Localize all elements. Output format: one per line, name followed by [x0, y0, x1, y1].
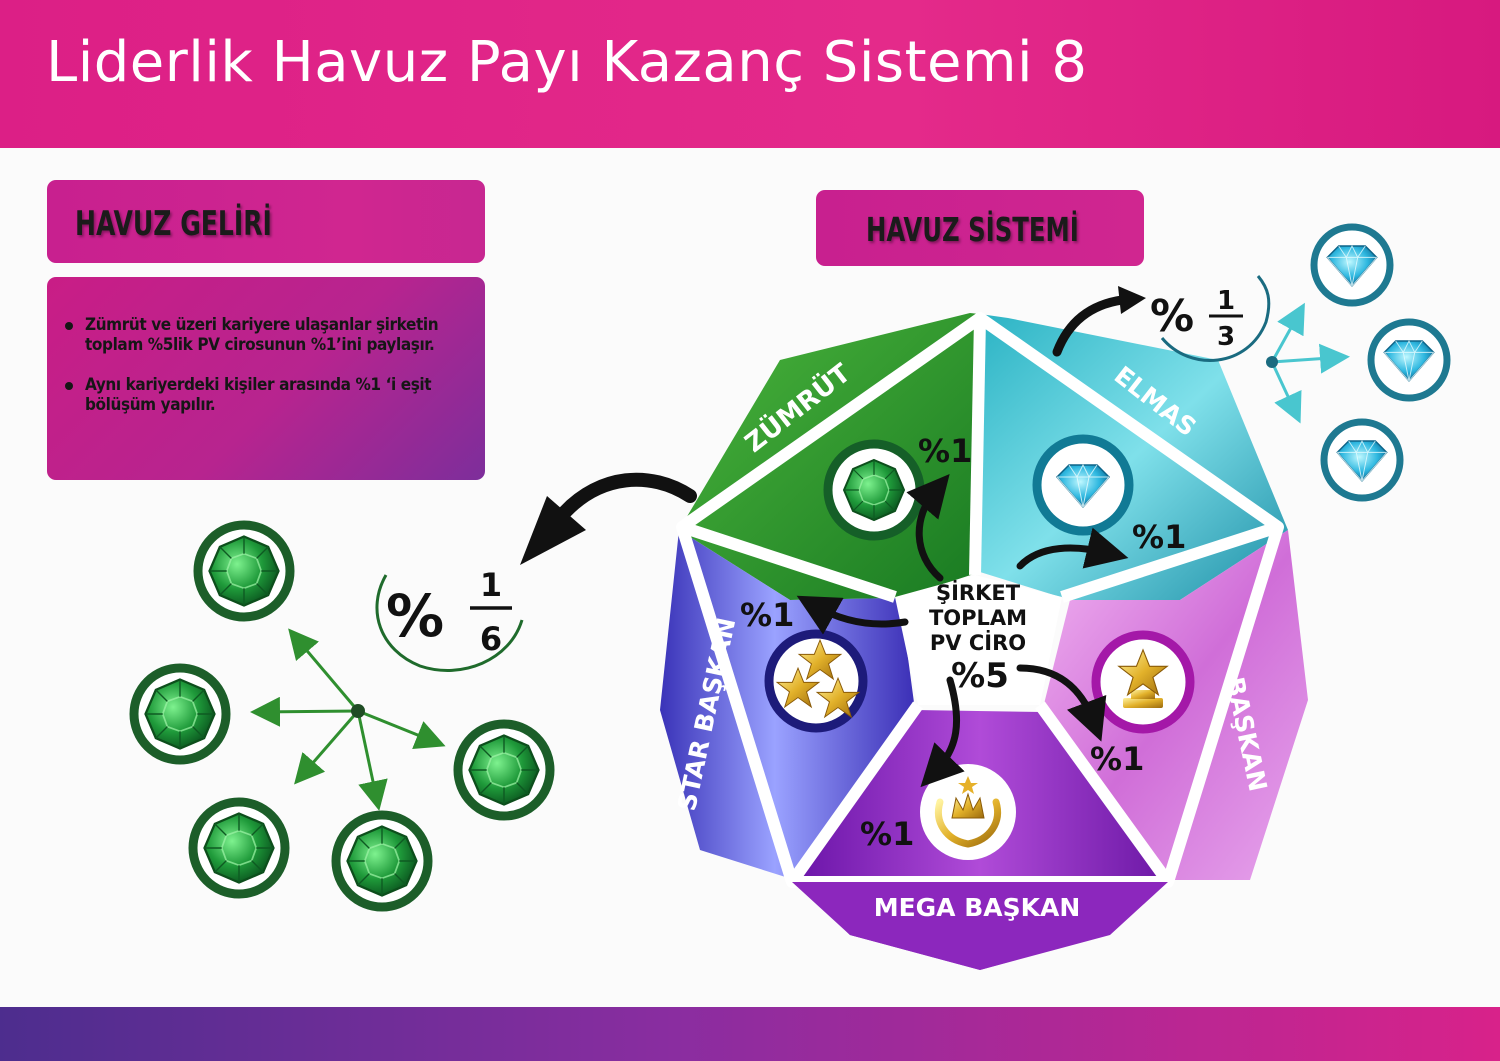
zumrut-split-arrowhead	[520, 496, 586, 565]
emerald-icon	[331, 810, 433, 912]
three-stars-icon	[764, 629, 868, 733]
income-title: HAVUZ GELİRİ	[75, 204, 272, 244]
income-bullet: Aynı kariyerdeki kişiler arasında %1 ‘i …	[65, 375, 475, 415]
diamond-icon	[1320, 418, 1404, 502]
pool-title: HAVUZ SİSTEMİ	[866, 210, 1079, 249]
zumrut-distribution-arrows	[250, 628, 446, 811]
emerald-icon	[193, 520, 295, 622]
diamond-icon	[1367, 318, 1451, 402]
center-line-2: TOPLAM	[929, 606, 1027, 630]
elmas-split-arrow	[1052, 295, 1127, 357]
income-title-box: HAVUZ GELİRİ	[47, 180, 485, 263]
income-bullet-list: Zümrüt ve üzeri kariyere ulaşanlar şirke…	[65, 315, 475, 435]
center-line-1: ŞİRKET	[936, 580, 1021, 605]
laurel-crown-icon	[920, 764, 1016, 860]
footer-bar	[0, 1007, 1500, 1061]
income-description-box: Zümrüt ve üzeri kariyere ulaşanlar şirke…	[47, 277, 485, 480]
zumrut-numerator: 1	[480, 566, 502, 604]
income-bullet: Zümrüt ve üzeri kariyere ulaşanlar şirke…	[65, 315, 475, 355]
zumrut-split-fraction: % 1 6	[375, 566, 524, 672]
pool-title-box: HAVUZ SİSTEMİ	[816, 190, 1144, 266]
emerald-icon	[188, 797, 290, 899]
emerald-icon	[129, 663, 231, 765]
center-value: %5	[951, 656, 1009, 696]
share-mega-baskan: %1	[860, 815, 914, 853]
elmas-split-arrowhead	[1118, 286, 1146, 314]
zumrut-percent-symbol: %	[386, 582, 444, 650]
star-trophy-icon	[1091, 630, 1195, 734]
share-baskan: %1	[1090, 740, 1144, 778]
share-elmas: %1	[1132, 518, 1186, 556]
elmas-denominator: 3	[1217, 322, 1235, 352]
zumrut-split-arrow	[558, 472, 697, 519]
center-line-3: PV CİRO	[930, 630, 1026, 655]
header-banner: Liderlik Havuz Payı Kazanç Sistemi 8	[0, 0, 1500, 148]
zumrut-denominator: 6	[480, 620, 502, 658]
diamond-icon	[1310, 223, 1394, 307]
elmas-percent-symbol: %	[1150, 291, 1194, 342]
elmas-split-fraction: % 1 3	[1150, 275, 1271, 362]
elmas-numerator: 1	[1217, 286, 1235, 316]
page-title: Liderlik Havuz Payı Kazanç Sistemi 8	[46, 30, 1088, 95]
emerald-icon	[823, 439, 925, 541]
elmas-distribution-arrows	[1266, 302, 1350, 424]
center-arrows	[796, 474, 1129, 788]
segment-elmas	[980, 314, 1288, 600]
emerald-icon	[453, 719, 555, 821]
inner-pentagon	[895, 575, 1062, 705]
diamond-icon	[1032, 434, 1134, 536]
share-star-baskan: %1	[740, 596, 794, 634]
segment-label-mega-baskan: MEGA BAŞKAN	[874, 893, 1081, 922]
mega-baskan-label-band	[792, 882, 1168, 970]
share-zumrut: %1	[918, 432, 972, 470]
